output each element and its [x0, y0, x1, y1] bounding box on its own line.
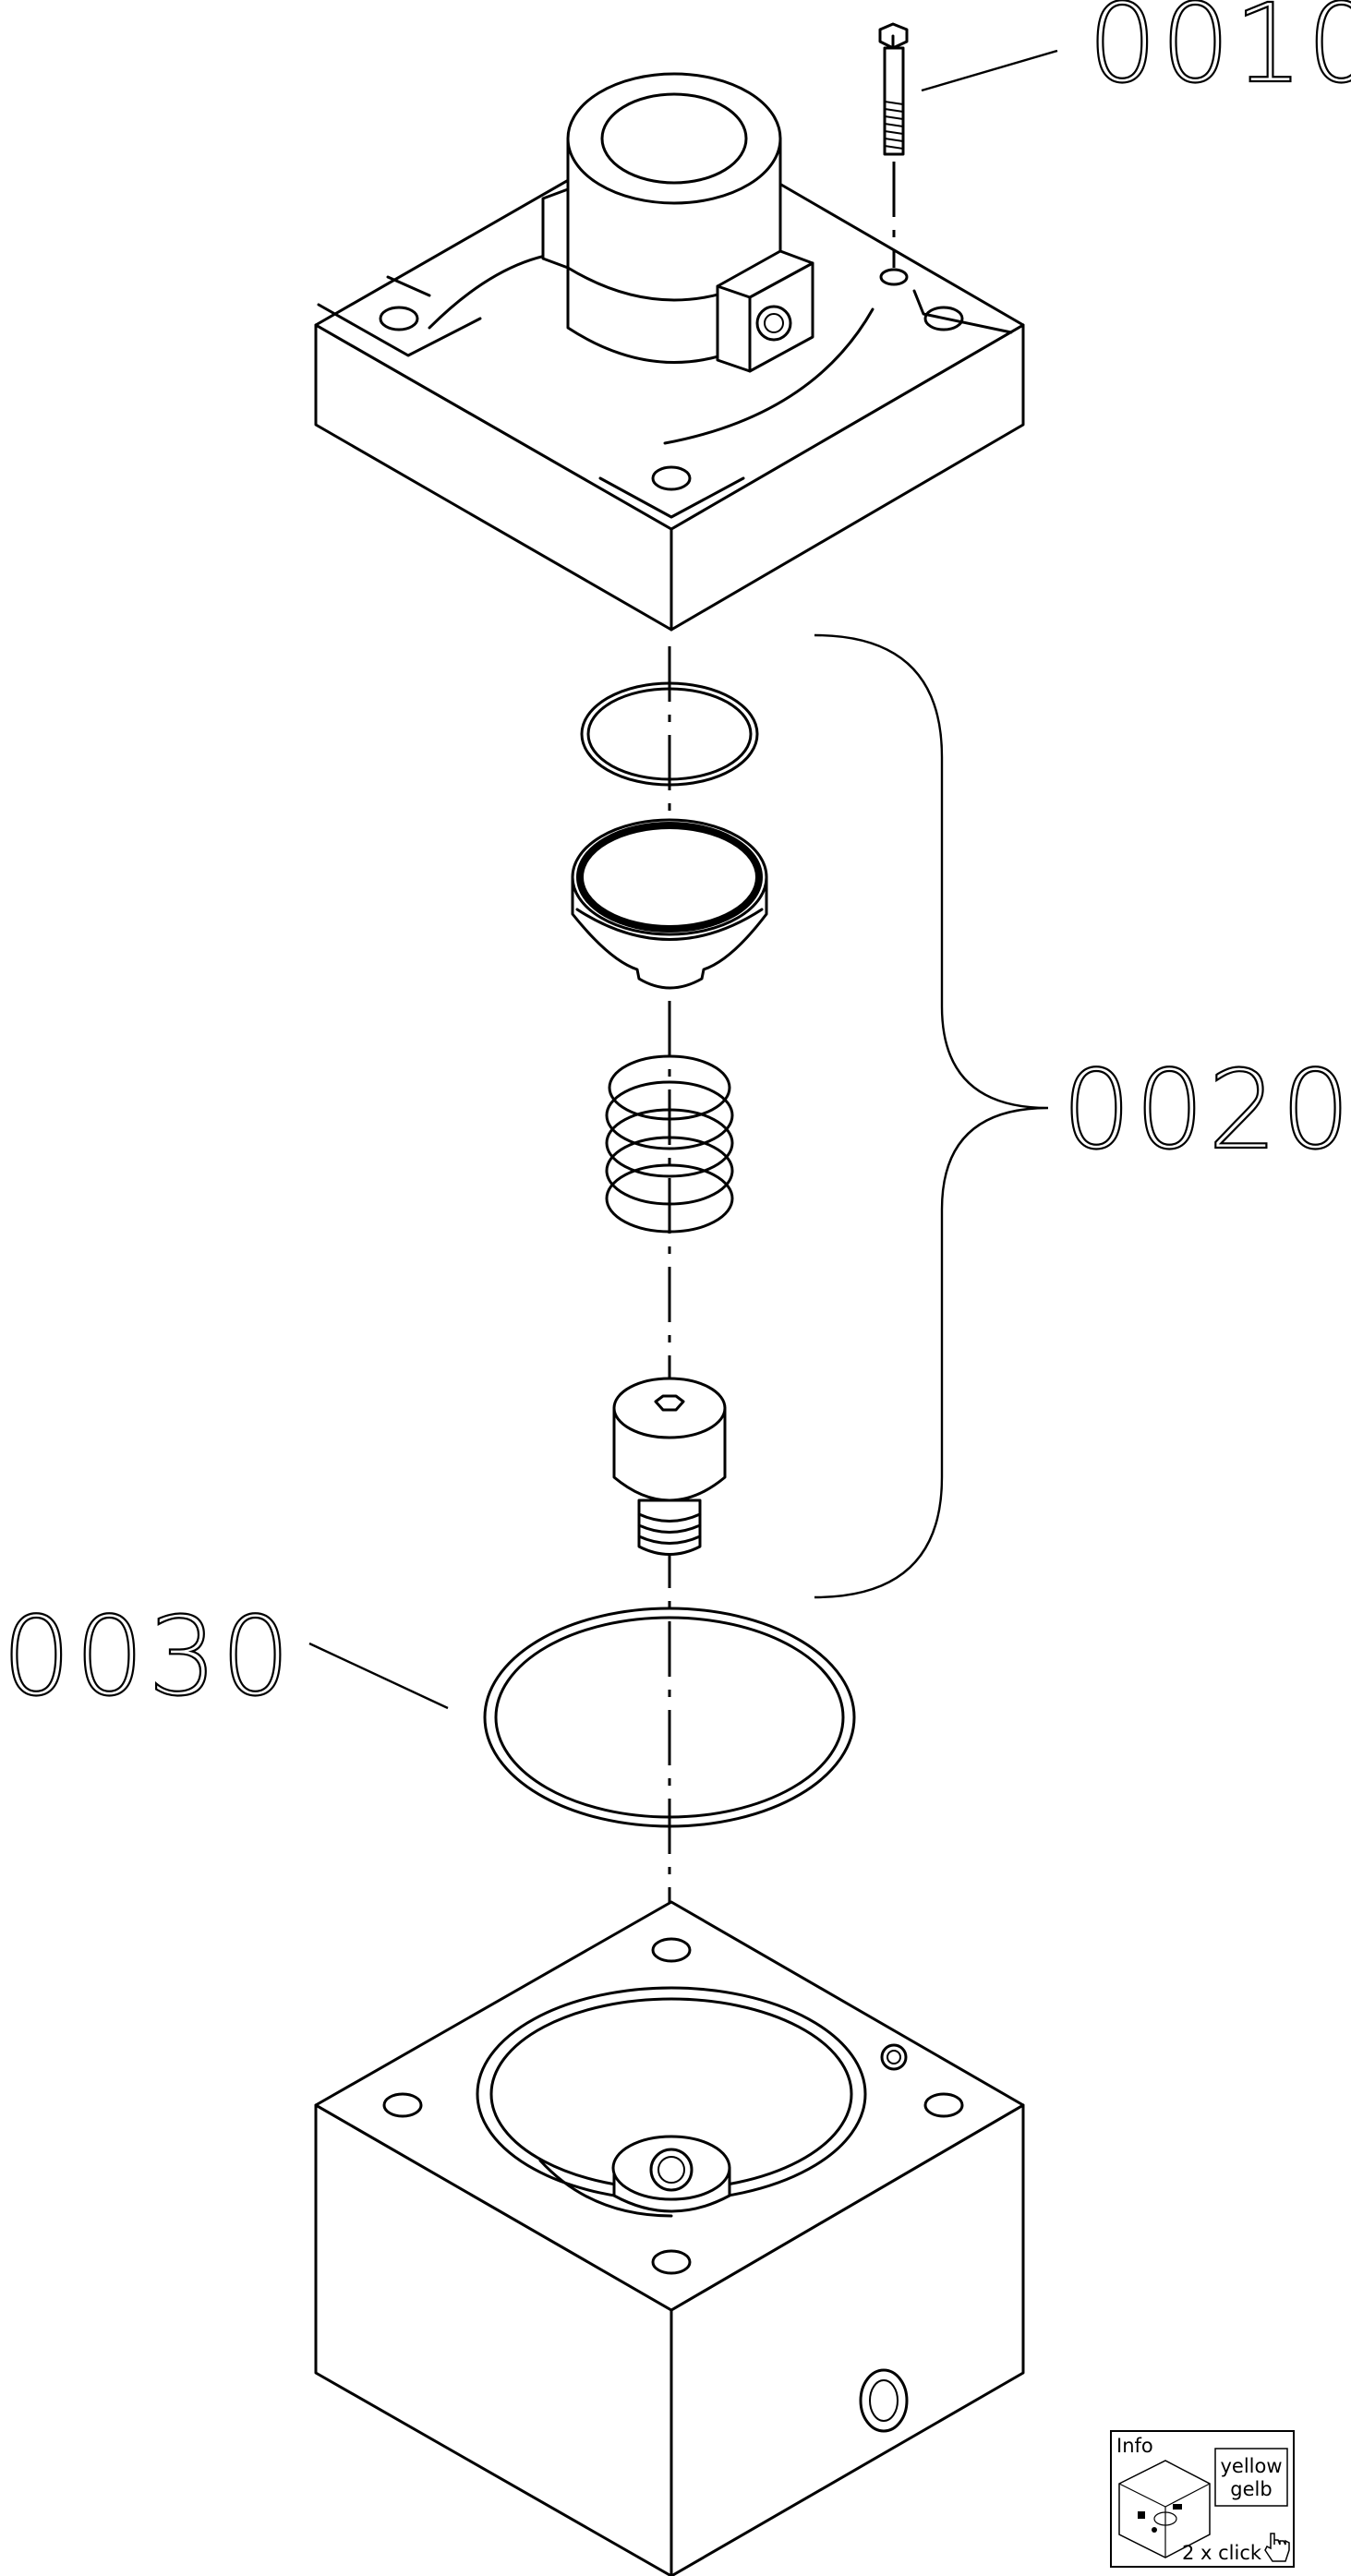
info-thumbnail-icon: [1118, 2460, 1211, 2558]
group-brace: [814, 633, 1049, 1599]
mounting-hole: [879, 268, 909, 286]
valve-body-base[interactable]: [314, 1900, 1025, 2576]
hex-bolt[interactable]: [878, 22, 909, 268]
hand-pointer-icon: [1264, 2533, 1290, 2562]
valve-disc[interactable]: [571, 818, 768, 990]
color-label-de: gelb: [1230, 2478, 1272, 2500]
top-housing-cap[interactable]: [314, 72, 1025, 632]
compression-spring[interactable]: [605, 1054, 734, 1234]
mounting-hole: [651, 2249, 692, 2275]
o-ring-small[interactable]: [580, 681, 759, 787]
mounting-hole: [651, 1937, 692, 1963]
color-label-en: yellow: [1220, 2455, 1282, 2477]
callout-0030[interactable]: 0030: [1, 1592, 294, 1721]
guide-screw[interactable]: [612, 1377, 727, 1556]
color-swatch-box: [1214, 2448, 1288, 2507]
mounting-hole: [379, 306, 419, 331]
callout-0010[interactable]: 0010: [1087, 0, 1351, 108]
mounting-hole: [382, 2092, 423, 2118]
info-box[interactable]: Info yellow gelb 2 x click: [1110, 2430, 1295, 2568]
mounting-hole: [923, 306, 964, 331]
mounting-hole: [651, 465, 692, 491]
leader-0030: [308, 1642, 449, 1710]
info-title: Info: [1116, 2435, 1153, 2457]
double-click-hint: 2 x click: [1182, 2542, 1262, 2564]
mounting-hole: [923, 2092, 964, 2118]
leader-0010: [921, 49, 1058, 92]
callout-0020[interactable]: 0020: [1061, 1045, 1351, 1174]
o-ring-large[interactable]: [483, 1607, 856, 1828]
